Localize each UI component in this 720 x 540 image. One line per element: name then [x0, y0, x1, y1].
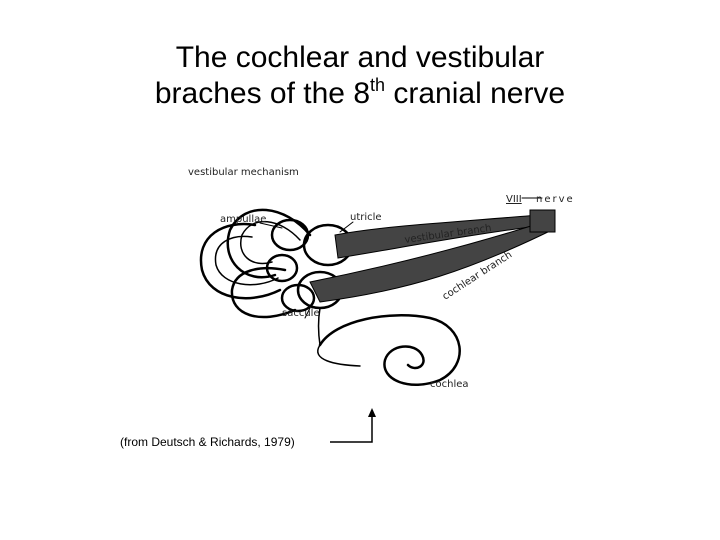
citation-pointer-arrow — [330, 408, 376, 443]
pointer-arrowhead — [368, 408, 376, 417]
superior-canal — [226, 208, 312, 279]
pointer-line — [330, 415, 373, 443]
label-ampullae: ampullae — [220, 214, 266, 225]
citation: (from Deutsch & Richards, 1979) — [120, 435, 295, 449]
label-saccule: saccule — [282, 308, 320, 319]
nerve-bundles — [309, 209, 556, 303]
label-cochlea: cochlea — [430, 379, 469, 390]
label-nerve: nerve — [536, 194, 575, 205]
slide-title: The cochlear and vestibular braches of t… — [0, 40, 720, 112]
lateral-canal — [230, 266, 297, 319]
label-vestibular-mechanism: vestibular mechanism — [188, 167, 299, 178]
posterior-canal — [199, 222, 282, 300]
nerve-trunk — [529, 209, 556, 233]
inner-ear-diagram: vestibular mechanism ampullae utricle VI… — [188, 167, 575, 390]
cochlea-spiral — [318, 314, 461, 387]
title-line-2: braches of the 8th cranial nerve — [0, 76, 720, 112]
ampulla-2 — [265, 253, 299, 283]
diagram-drawing — [199, 197, 543, 387]
title-superscript: th — [370, 75, 386, 95]
ampulla-1 — [270, 218, 310, 252]
label-utricle: utricle — [350, 212, 382, 223]
title-line-1: The cochlear and vestibular — [175, 41, 545, 74]
title-line-2-end: cranial nerve — [385, 77, 566, 110]
title-line-2-start: braches of the 8 — [154, 77, 371, 110]
label-nerve-numeral: VIII — [506, 194, 522, 205]
